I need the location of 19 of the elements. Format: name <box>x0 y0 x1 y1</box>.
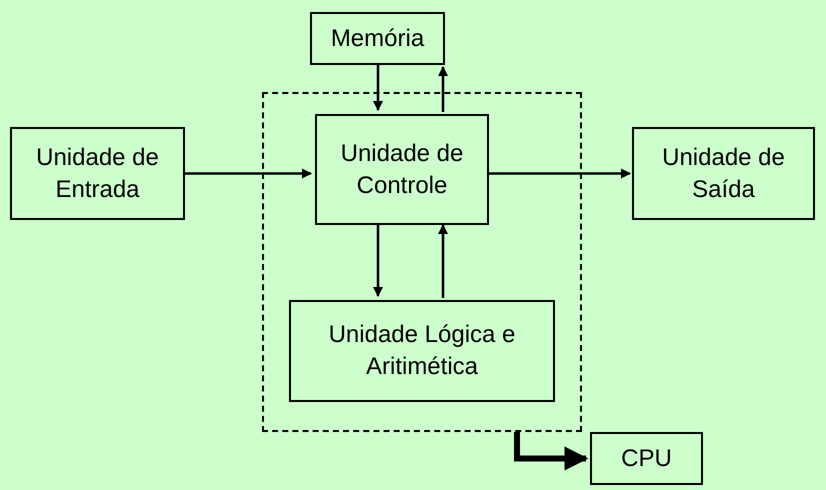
process-box <box>315 114 489 225</box>
arrow <box>438 224 448 298</box>
arrow <box>373 65 383 111</box>
process-box <box>289 300 555 402</box>
process-box <box>10 127 185 220</box>
process-box <box>590 432 703 485</box>
process-box <box>632 127 815 220</box>
box-label: Unidade de Saída <box>661 142 786 204</box>
box-label: Memória <box>330 24 426 54</box>
process-box <box>310 12 445 65</box>
arrow <box>185 168 312 178</box>
box-label: Unidade Lógica e Aritimética <box>328 320 516 382</box>
arrow <box>487 168 631 178</box>
box-label: Unidade de Entrada <box>35 142 160 204</box>
box-label: CPU <box>620 444 673 474</box>
dashed-boundary-box <box>262 92 582 432</box>
arrow <box>373 223 383 297</box>
arrow <box>438 66 448 112</box>
box-label: Unidade de Controle <box>340 138 464 200</box>
